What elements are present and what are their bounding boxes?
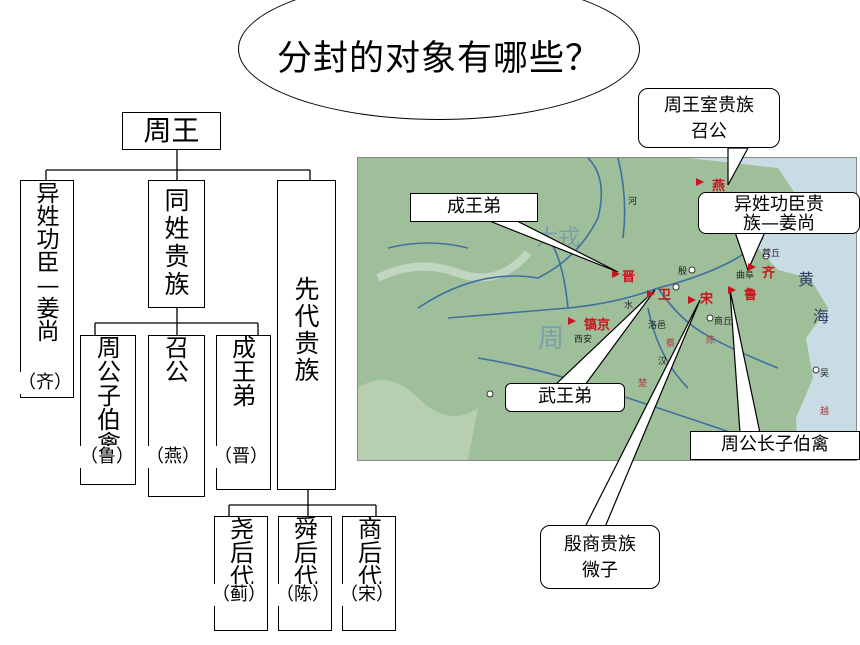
tree-node-yao-label: 尧后代: [230, 515, 254, 591]
tree-root-label: 周王: [143, 114, 200, 147]
region-huang: 黄: [798, 270, 815, 289]
callout-zhouwangshi-line1: 周王室贵族: [664, 95, 754, 116]
callout-yinshang-line1: 殷商贵族: [564, 534, 636, 555]
place-wu: 吴: [820, 369, 830, 379]
callout-yixing-line2: 族—姜尚: [743, 213, 815, 234]
place-yingqiu: 营丘: [762, 249, 781, 259]
tree-node-shaogong: 召公: [148, 335, 205, 497]
tree-node-yao-note: （蓟）: [212, 584, 266, 606]
tree-node-yao: 尧后代: [214, 516, 268, 631]
state-jin: 晋: [622, 270, 636, 285]
place-chen: 陈: [706, 336, 716, 346]
tree-node-yixing: 异姓功臣—姜尚: [20, 180, 74, 398]
place-xian: 西安: [574, 335, 593, 345]
callout-zhouwangshi: 周王室贵族 召公: [638, 88, 780, 148]
tree-node-shang-label: 商后代: [358, 515, 382, 591]
place-shui: 水: [624, 301, 634, 311]
tree-node-bogin-note: （鲁）: [80, 446, 134, 468]
callout-wuwangdi: 武王弟: [505, 383, 625, 412]
page-title: 分封的对象有哪些？: [276, 39, 601, 79]
tree-node-shun-note: （陈）: [276, 584, 330, 606]
callout-chengwangdi-text: 成王弟: [447, 196, 501, 217]
callout-yixing: 异姓功臣贵 族—姜尚: [698, 192, 860, 234]
state-haojing: 镐京: [584, 318, 611, 333]
tree-node-shang-note: （宋）: [340, 584, 394, 606]
tree-root-box: 周王: [122, 112, 221, 150]
callout-zhougong: 周公长子伯禽: [690, 431, 860, 460]
tree-node-yixing-label: 异姓功臣—姜尚: [36, 181, 60, 345]
state-yan: 燕: [712, 179, 726, 194]
tree-node-tongxing: 同姓贵族: [148, 180, 205, 308]
tree-node-chengwangdi-note: （晋）: [214, 446, 268, 468]
tree-node-xiandai: 先代贵族: [277, 180, 336, 490]
place-shangqiu: 商丘: [714, 317, 733, 327]
title-ellipse: [238, 0, 640, 120]
region-hai: 海: [813, 307, 830, 326]
callout-zhougong-text: 周公长子伯禽: [721, 434, 829, 455]
place-yue: 越: [820, 407, 830, 417]
tree-node-xiandai-label: 先代贵族: [294, 275, 320, 385]
callout-zhouwangshi-line2: 召公: [691, 121, 727, 142]
state-lu: 鲁: [744, 288, 758, 303]
place-cai: 蔡: [666, 339, 676, 349]
tree-node-tongxing-label: 同姓贵族: [164, 186, 190, 299]
state-wei: 卫: [658, 288, 672, 303]
place-he: 河: [628, 197, 638, 207]
tree-node-chengwangdi-label: 成王弟: [232, 334, 256, 410]
state-song: 宋: [700, 292, 714, 307]
place-qufu: 曲阜: [736, 271, 755, 281]
callout-yinshang: 殷商贵族 微子: [540, 525, 660, 589]
tree-node-yixing-note: （齐）: [18, 372, 72, 394]
place-chu: 楚: [638, 379, 648, 389]
tree-node-shaogong-note: （燕）: [146, 446, 200, 468]
region-zhou: 周: [538, 324, 565, 354]
callout-chengwangdi: 成王弟: [410, 193, 538, 222]
place-luoyi: 洛邑: [648, 321, 667, 331]
callout-wuwangdi-text: 武王弟: [538, 386, 592, 407]
tree-node-shaogong-label: 召公: [165, 334, 189, 386]
callout-yinshang-line2: 微子: [582, 560, 618, 581]
place-yin: 殷: [678, 267, 688, 277]
state-qi: 齐: [762, 266, 776, 281]
callout-yixing-line1: 异姓功臣贵: [734, 194, 824, 215]
tree-node-shang: 商后代: [342, 516, 396, 631]
place-han: 汉: [658, 357, 668, 367]
